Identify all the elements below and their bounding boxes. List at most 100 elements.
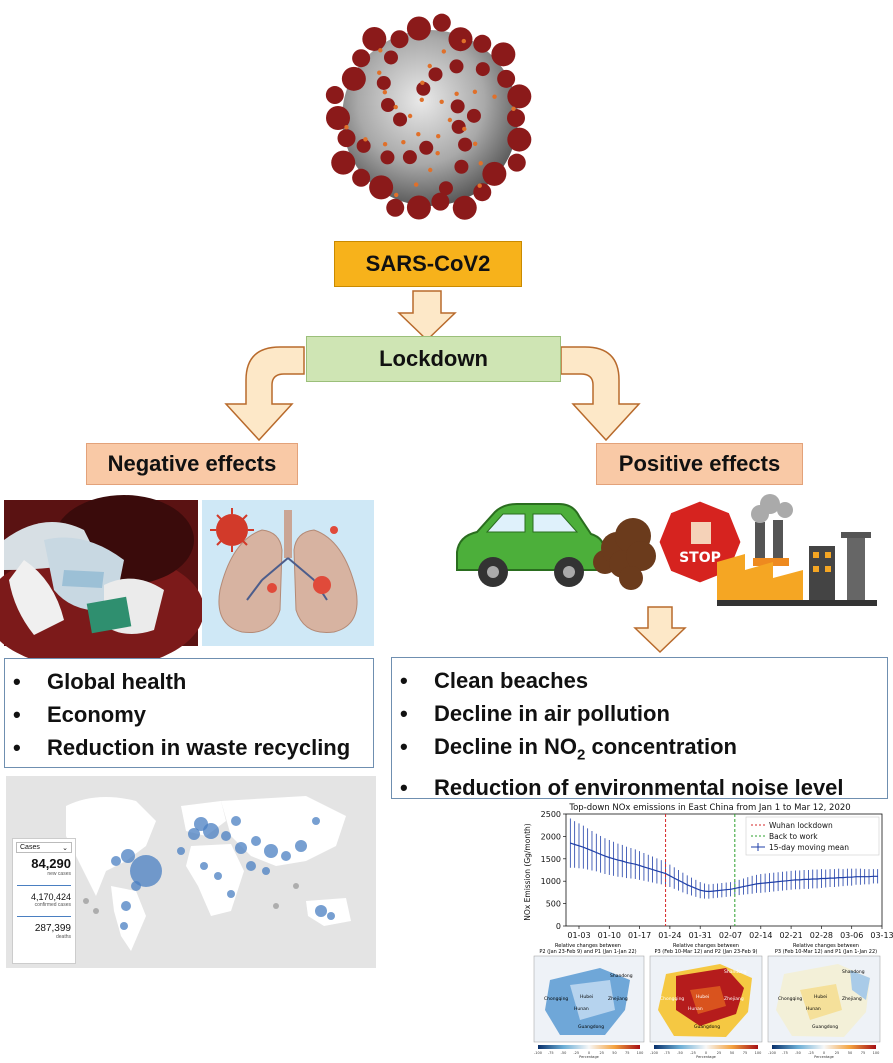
cases-selector[interactable]: Cases ⌄ — [16, 842, 72, 853]
positive-effects-box: Positive effects — [596, 443, 803, 485]
legend-label-moving-mean: 15-day moving mean — [769, 843, 849, 852]
spike-protein — [451, 119, 466, 134]
surface-dot — [428, 167, 433, 173]
surface-dot — [462, 126, 467, 132]
heatmap-2-label-guangdong: Guangdong — [694, 1024, 720, 1030]
surface-dot — [420, 80, 425, 86]
list-item: Decline in air pollution — [400, 697, 887, 730]
down-arrow-top — [397, 290, 457, 342]
colorbar-tick-label: 0 — [588, 1051, 590, 1055]
spike-protein — [454, 159, 469, 174]
spike-protein — [449, 59, 464, 74]
deaths-value: 287,399 — [34, 923, 71, 934]
curved-arrow-left — [224, 346, 305, 442]
spike-protein — [458, 137, 473, 152]
colorbar-tick-label: -75 — [664, 1051, 670, 1055]
x-tick-label: 01-03 — [567, 931, 590, 940]
surface-dot — [378, 48, 383, 53]
lockdown-label: Lockdown — [379, 346, 488, 371]
heatmap-1-label-hunan: Hunan — [574, 1006, 589, 1012]
x-tick-label: 02-28 — [810, 931, 833, 940]
colorbar-tick-label: 50 — [848, 1051, 852, 1055]
negative-effects-list: Global health Economy Reduction in waste… — [13, 665, 373, 764]
heatmap-panels: Relative changes between P2 (Jan 23-Feb … — [530, 940, 888, 1059]
surface-dot — [492, 94, 497, 99]
confirmed-value: 4,170,424 — [30, 892, 71, 902]
heatmap-3-title-line1: Relative changes between — [793, 943, 859, 949]
colorbar-tick-label: -75 — [548, 1051, 554, 1055]
y-tick-label: 1500 — [541, 855, 561, 864]
colorbar-tick-label: 25 — [835, 1051, 839, 1055]
list-item: Clean beaches — [400, 664, 887, 697]
sars-cov2-label: SARS-CoV2 — [365, 251, 491, 276]
y-tick-label: 2000 — [541, 832, 561, 841]
flow-arrows — [224, 290, 687, 654]
spike-protein — [325, 86, 344, 105]
surface-dot — [407, 113, 413, 119]
new-cases-label: new cases — [47, 871, 71, 877]
spike-protein — [406, 195, 431, 220]
heatmap-3-title-line2: P3 (Feb 10-Mar 12) and P1 (Jan 1-Jan 22) — [775, 949, 877, 955]
heatmap-3-label-chongqing: Chongqing — [778, 996, 802, 1002]
surface-dot — [427, 63, 432, 69]
world-map-dashboard: Cases ⌄ 84,290 new cases 4,170,424 confi… — [6, 776, 376, 968]
colorbar-tick-label: -100 — [768, 1051, 776, 1055]
spike-protein — [341, 66, 366, 91]
spike-protein — [432, 13, 451, 32]
heatmap-3-label-guangdong: Guangdong — [812, 1024, 838, 1030]
virus-illustration — [325, 13, 532, 220]
heatmap-1-label-shandong: Shandong — [610, 973, 633, 979]
positive-effects-label: Positive effects — [618, 451, 781, 476]
spike-protein — [507, 109, 525, 127]
colorbar-tick-label: -25 — [808, 1051, 814, 1055]
colorbar-tick-label: 75 — [743, 1051, 747, 1055]
deaths-label: deaths — [55, 934, 71, 940]
heatmap-1-label-guangdong: Guangdong — [578, 1024, 604, 1030]
legend-label-lockdown: Wuhan lockdown — [769, 821, 833, 830]
spike-protein — [326, 106, 350, 130]
heatmap-3-label-shandong: Shandong — [842, 969, 865, 975]
spike-protein — [431, 192, 450, 211]
y-axis-label: NOx Emission (Gg/month) — [523, 823, 532, 920]
surface-dot — [377, 70, 382, 75]
spike-protein — [376, 75, 391, 90]
spike-protein — [491, 42, 516, 67]
heatmap-maps: Relative changes between P2 (Jan 23-Feb … — [533, 943, 881, 1059]
mask-waste-photo — [0, 495, 204, 670]
surface-dot — [413, 182, 419, 187]
heatmap-3-label-hunan: Hunan — [806, 1006, 821, 1012]
heatmap-2-label-zhejiang: Zhejiang — [724, 996, 744, 1002]
colorbar-tick-label: -100 — [650, 1051, 658, 1055]
x-tick-label: 03-13 — [870, 931, 893, 940]
spike-protein — [337, 129, 356, 148]
x-tick-label: 01-10 — [598, 931, 621, 940]
y-tick-label: 0 — [556, 922, 561, 931]
spike-protein — [452, 195, 477, 220]
surface-dot — [478, 161, 483, 166]
spike-protein — [352, 49, 371, 68]
surface-dot — [393, 104, 398, 110]
heatmap-2-title-line1: Relative changes between — [673, 943, 739, 949]
surface-dot — [472, 89, 478, 94]
colorbar-tick-label: 75 — [861, 1051, 865, 1055]
x-tick-label: 02-14 — [749, 931, 772, 940]
chevron-down-icon: ⌄ — [62, 845, 68, 852]
lockdown-box: Lockdown — [306, 336, 561, 382]
list-item: Decline in NO2 concentration — [400, 730, 887, 771]
spike-protein — [380, 150, 395, 165]
spike-protein — [482, 161, 507, 186]
cases-selector-label: Cases — [20, 844, 40, 851]
heatmap-2-label-chongqing: Chongqing — [660, 996, 684, 1002]
heatmap-panel-2: Relative changes between P3 (Feb 10-Mar … — [649, 943, 763, 1043]
surface-dot — [363, 137, 368, 142]
colorbar-3 — [772, 1045, 876, 1049]
heatmap-panel-3: Relative changes between P3 (Feb 10-Mar … — [767, 943, 881, 1043]
x-tick-label: 02-07 — [719, 931, 742, 940]
heatmap-2-label-hubei: Hubei — [696, 994, 709, 1000]
surface-dot — [472, 141, 478, 146]
new-cases-value: 84,290 — [31, 856, 71, 871]
spike-protein — [369, 175, 394, 200]
spike-protein — [362, 26, 387, 51]
heatmap-1-title-line1: Relative changes between — [555, 943, 621, 949]
spike-protein — [507, 127, 532, 152]
